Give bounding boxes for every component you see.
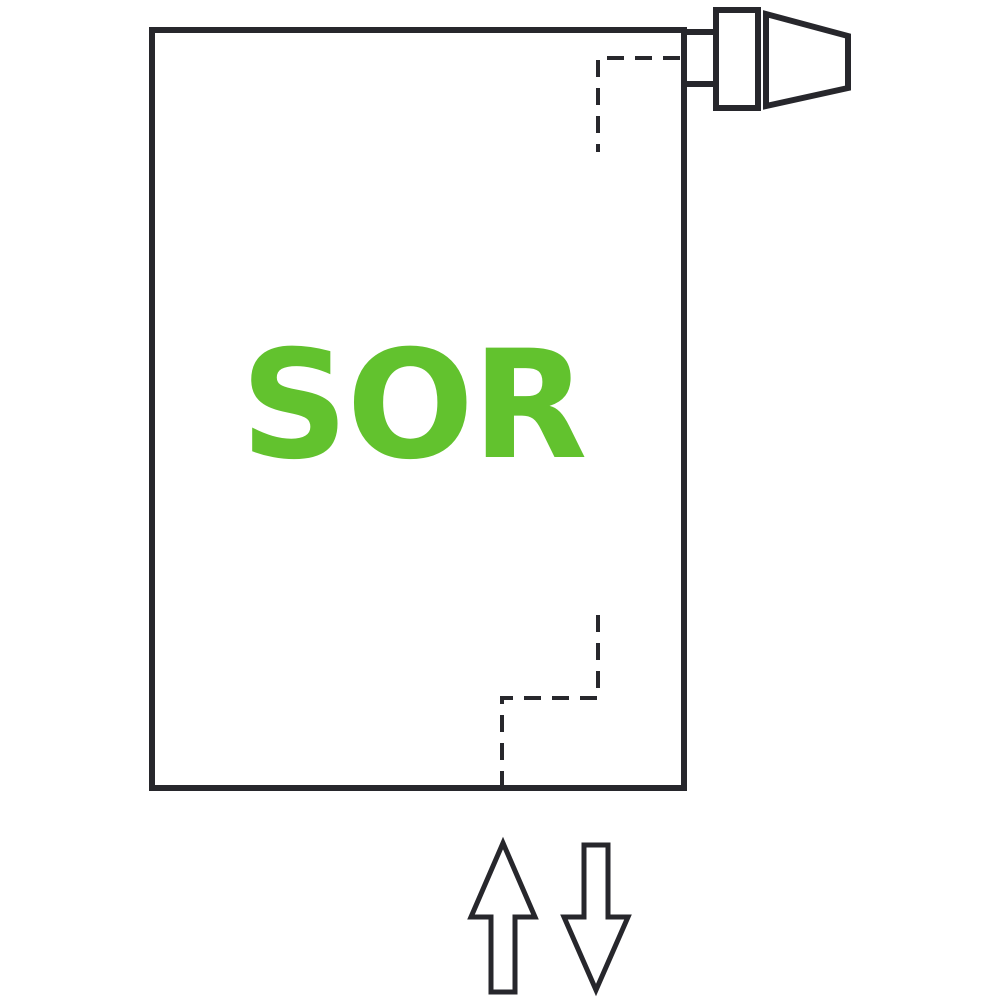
valve-knob bbox=[763, 10, 851, 110]
flow-up-arrow-icon bbox=[467, 836, 539, 995]
return-down-arrow-icon bbox=[560, 842, 632, 997]
radiator-body-outline bbox=[149, 27, 687, 791]
valve-body bbox=[713, 7, 761, 111]
return-pipe-dashed bbox=[500, 615, 600, 787]
thermostatic-valve-icon bbox=[681, 7, 851, 111]
flow-pipe-dashed bbox=[596, 56, 680, 152]
radiator-model-label: SOR bbox=[240, 319, 585, 493]
valve-connection-stub bbox=[681, 29, 721, 87]
